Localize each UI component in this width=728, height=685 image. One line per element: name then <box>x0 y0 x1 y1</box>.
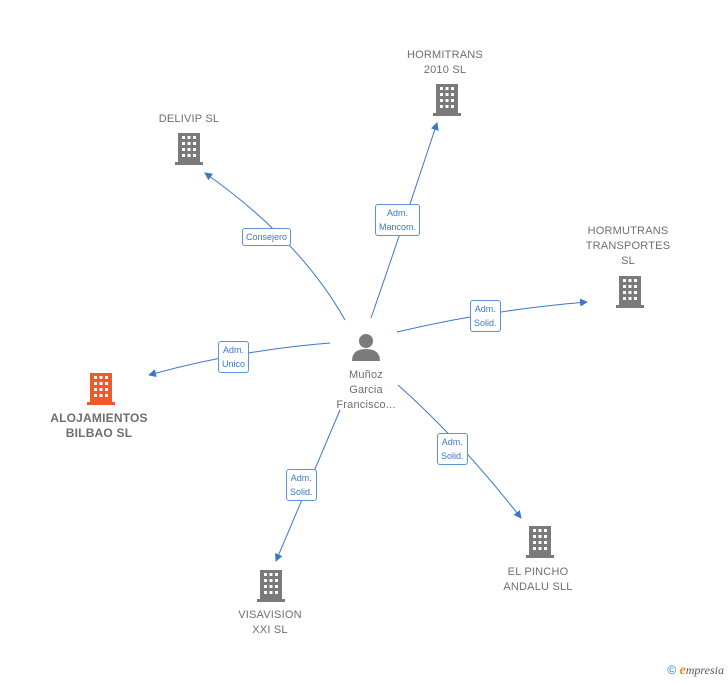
building-icon-pincho <box>526 526 554 558</box>
edge-delivip <box>204 172 346 321</box>
company-alojamientos[interactable]: ALOJAMIENTOS BILBAO SL <box>38 411 160 441</box>
company-label-alojamientos: ALOJAMIENTOS BILBAO SL <box>50 411 148 440</box>
brand-logo: empresia <box>679 663 724 678</box>
company-label-pincho: EL PINCHO ANDALU SLL <box>503 566 573 593</box>
company-visavision[interactable]: VISAVISION XXI SL <box>220 608 320 638</box>
company-pincho[interactable]: EL PINCHO ANDALU SLL <box>488 565 588 595</box>
company-hormutrans[interactable]: HORMUTRANS TRANSPORTES SL <box>573 224 683 269</box>
company-delivip[interactable]: DELIVIP SL <box>139 112 239 127</box>
company-hormitrans[interactable]: HORMITRANS 2010 SL <box>395 48 495 78</box>
edge-label-pincho: Adm. Solid. <box>437 433 468 465</box>
edge-label-delivip: Consejero <box>242 228 292 246</box>
person-icon <box>352 334 380 361</box>
company-label-hormitrans: HORMITRANS 2010 SL <box>407 49 483 76</box>
building-icon-alojamientos <box>87 373 115 405</box>
building-icon-visavision <box>257 570 285 602</box>
building-icon-delivip <box>175 133 203 165</box>
edge-label-hormutrans: Adm. Solid. <box>470 300 501 332</box>
building-icon-hormitrans <box>433 84 461 116</box>
company-label-hormutrans: HORMUTRANS TRANSPORTES SL <box>585 225 671 267</box>
edge-label-alojamientos: Adm. Unico <box>218 341 250 373</box>
building-icon-hormutrans <box>616 276 644 308</box>
edge-label-visavision: Adm. Solid. <box>286 469 317 501</box>
company-label-delivip: DELIVIP SL <box>158 113 220 125</box>
edge-label-hormitrans: Adm. Mancom. <box>375 204 421 236</box>
brand-footer: © empresia <box>667 663 724 679</box>
person-name: Muñoz Garcia Francisco... <box>336 369 396 411</box>
company-label-visavision: VISAVISION XXI SL <box>238 609 302 636</box>
person-node[interactable]: Muñoz Garcia Francisco... <box>326 368 406 413</box>
copyright-icon: © <box>667 663 677 677</box>
